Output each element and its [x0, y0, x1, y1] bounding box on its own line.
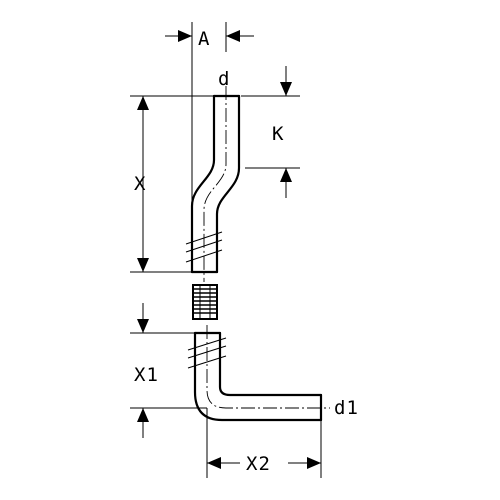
label-x: X [134, 173, 146, 195]
dimension-a: A [165, 22, 254, 205]
elbow-outer-wall [193, 331, 323, 422]
dim-a-arrow-right [226, 30, 240, 42]
upper-pipe-centerline [203, 86, 227, 282]
dimension-x2: X2 [206, 408, 322, 478]
upper-break-mark-1 [185, 231, 223, 245]
label-x2: X2 [246, 453, 271, 475]
lower-break-mark-1 [187, 337, 227, 351]
upper-pipe-right-wall [215, 94, 241, 274]
dim-x1-arrow-top [137, 319, 149, 333]
lower-break-mark-3 [187, 355, 227, 369]
upper-break-mark-2 [185, 239, 223, 253]
pipe-coupling [192, 284, 218, 320]
dim-k-arrow-bottom [280, 168, 292, 182]
dim-x2-arrow-left [207, 457, 221, 469]
dim-x2-label-bg [240, 451, 288, 473]
lower-elbow-segment [187, 325, 330, 422]
dim-k-arrow-top [280, 82, 292, 96]
elbow-centerline [206, 325, 330, 409]
dimension-x1: X1 [130, 303, 207, 438]
coupling-body [192, 284, 218, 320]
dim-x1-arrow-bottom [137, 408, 149, 422]
label-d: d [218, 68, 230, 90]
dim-x-arrow-top [137, 96, 149, 110]
dim-a-arrow-left [178, 30, 192, 42]
upper-break-mark-3 [185, 249, 223, 263]
upper-pipe-segment [185, 86, 241, 282]
dim-x2-arrow-right [307, 457, 321, 469]
elbow-inner-wall [218, 331, 323, 397]
label-a: A [198, 28, 210, 50]
lower-break-mark-2 [187, 345, 227, 359]
label-d1: d1 [334, 397, 359, 419]
dimension-x: X [130, 95, 214, 273]
dim-x-arrow-bottom [137, 258, 149, 272]
dimension-k: K [241, 66, 300, 198]
label-k: K [272, 123, 284, 145]
label-x1: X1 [134, 364, 159, 386]
upper-pipe-left-wall [190, 94, 216, 274]
